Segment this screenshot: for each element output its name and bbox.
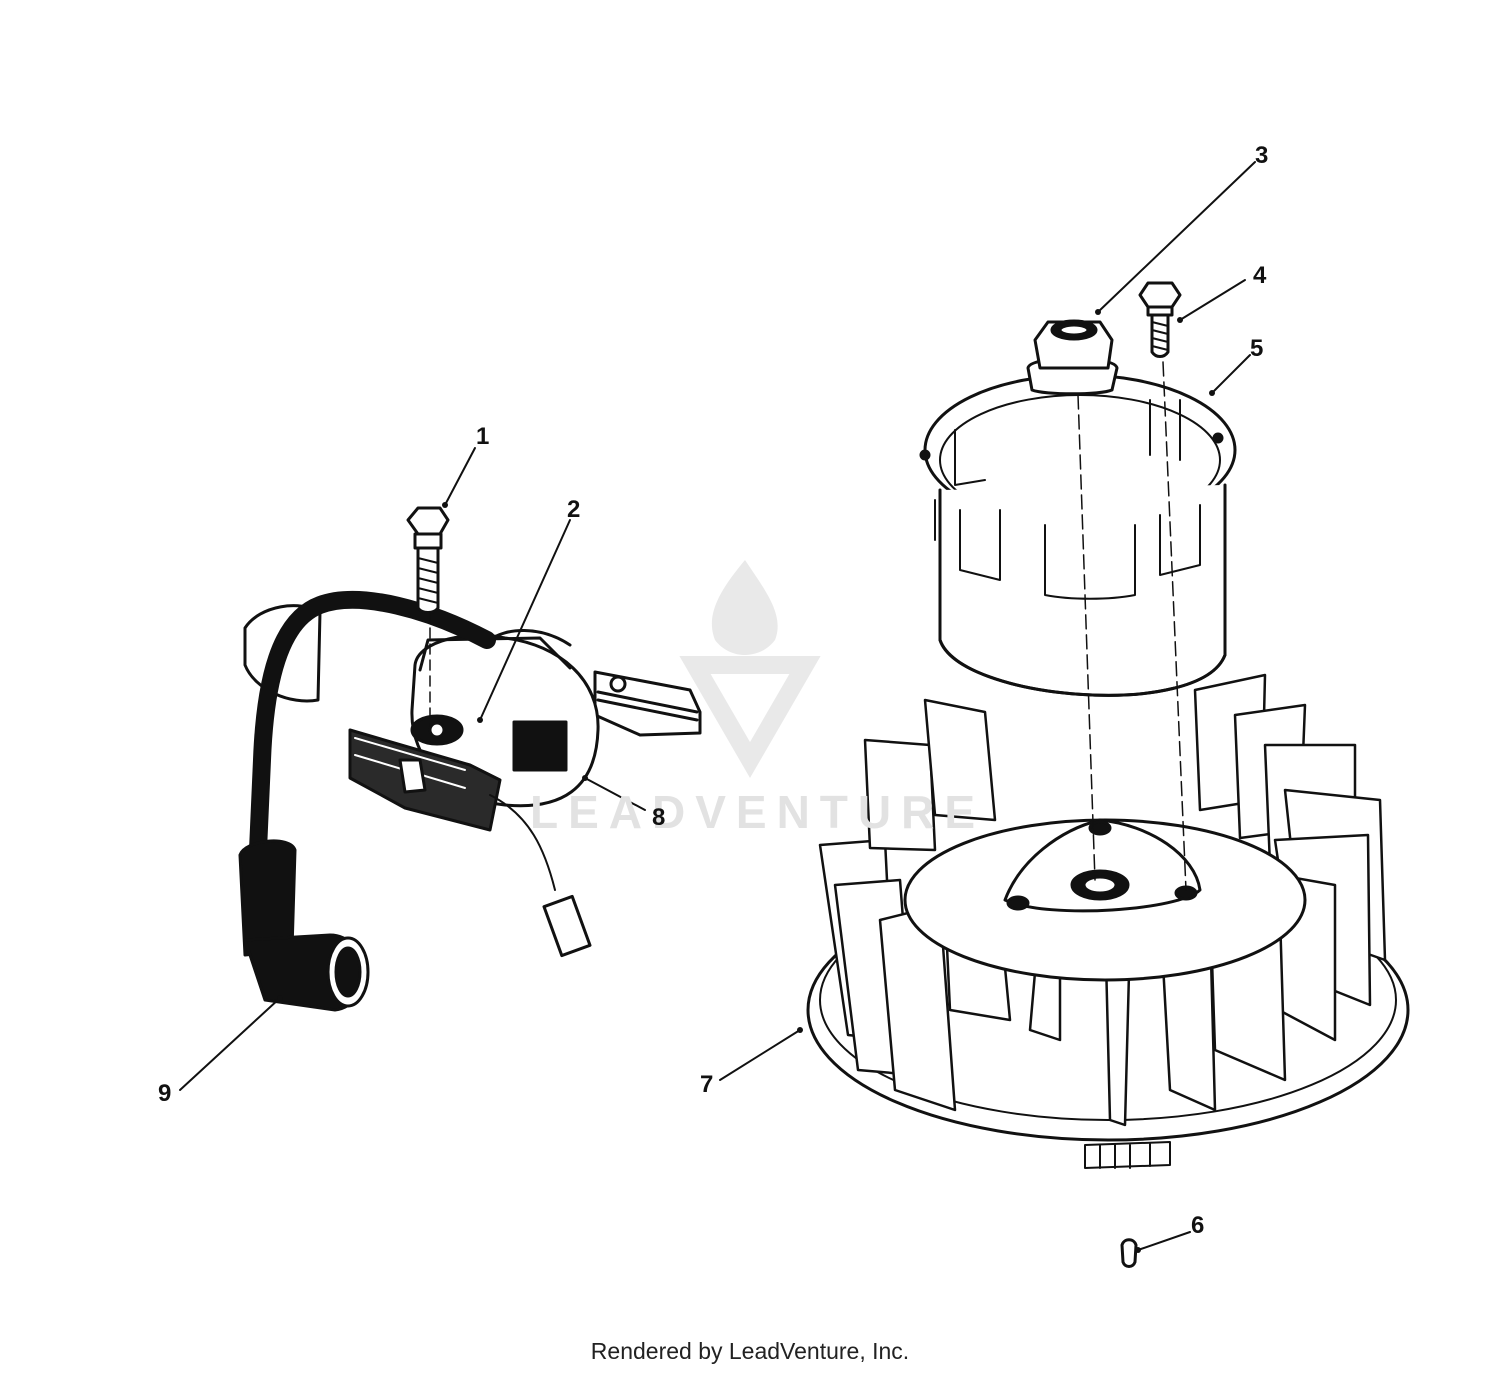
ground-lead-terminal [542,894,592,958]
callout-3: 3 [1255,142,1269,169]
flywheel-nut [1026,319,1119,396]
shroud-screen [919,373,1237,697]
callout-6: 6 [1191,1212,1205,1239]
flywheel-assembly [806,281,1410,1268]
flywheel-hub [1003,818,1202,913]
callout-9: 9 [158,1080,172,1107]
callout-1: 1 [476,423,490,450]
flywheel-magnets [1084,1141,1171,1169]
coil-face [512,720,568,772]
footer-credit: Rendered by LeadVenture, Inc. [590,1338,910,1364]
callout-4: 4 [1253,262,1267,289]
watermark-text: LEADVENTURE [530,786,986,838]
spark-plug-boot [238,839,370,1012]
leader-lines [179,161,1256,1251]
flywheel-key [1120,1238,1138,1268]
watermark-logo [679,560,821,778]
terminal-block [348,728,502,832]
ground-lead [489,794,556,891]
bolt-item-4 [1138,281,1182,358]
callout-2: 2 [567,496,581,523]
callout-7: 7 [700,1071,714,1098]
bolt-item-1 [406,506,450,614]
callout-5: 5 [1250,335,1264,362]
callout-8: 8 [652,804,666,831]
ignition-assembly [238,506,702,1012]
